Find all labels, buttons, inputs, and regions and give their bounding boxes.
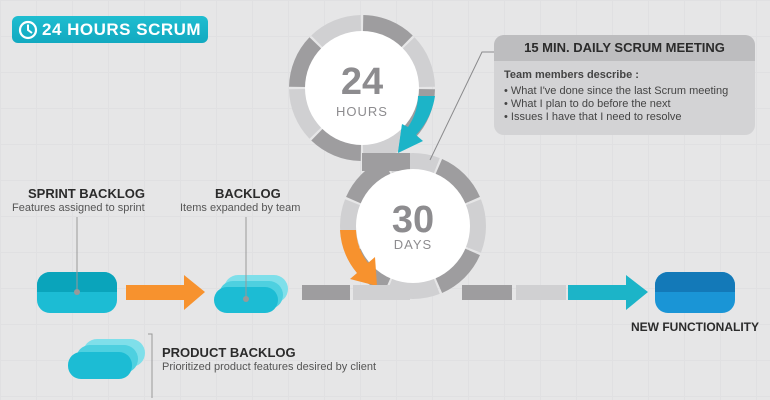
meeting-intro: Team members describe : (504, 69, 639, 81)
circle-30-days (356, 169, 470, 283)
cycle-30-number: 30 (391, 199, 435, 241)
ring-segment (289, 88, 323, 139)
ring-segment (464, 199, 486, 253)
product-backlog-title: PRODUCT BACKLOG (162, 345, 296, 360)
ring-segment (401, 37, 435, 88)
ring-segment (311, 15, 362, 49)
timeline-segment (302, 285, 350, 300)
meeting-item: Issues I have that I need to resolve (504, 111, 745, 124)
callout-line (429, 51, 494, 161)
arrow-to-backlog (126, 275, 205, 310)
page-title: 24 HOURS SCRUM (42, 19, 202, 39)
ring-segment (434, 247, 480, 293)
backlog-subtitle: Items expanded by team (180, 202, 301, 214)
sprint-backlog-subtitle: Features assigned to sprint (12, 202, 145, 214)
cycle-arrow-cyan-head (398, 96, 435, 153)
ring-connector (362, 153, 410, 171)
clock-icon (18, 20, 38, 39)
ring-segment (311, 127, 362, 161)
meeting-item: What I plan to do before the next (504, 98, 745, 111)
timeline-segment (516, 285, 566, 300)
product-backlog-subtitle: Prioritized product features desired by … (162, 361, 376, 373)
product-backlog-pill (68, 352, 132, 379)
sprint-backlog-title: SPRINT BACKLOG (28, 186, 145, 201)
daily-scrum-meeting-box: 15 MIN. DAILY SCRUM MEETING Team members… (494, 35, 755, 135)
cycle-30-unit: DAYS (393, 237, 433, 252)
title-badge: 24 HOURS SCRUM (12, 16, 208, 43)
cycle-24-unit: HOURS (336, 104, 388, 119)
meeting-title: 15 MIN. DAILY SCRUM MEETING (494, 35, 755, 61)
new-functionality-label: NEW FUNCTIONALITY (631, 320, 759, 334)
circle-24-hours (305, 31, 419, 145)
ring-segment (362, 15, 413, 49)
ring-segment (434, 159, 480, 205)
cycle-arrow-orange (340, 230, 377, 286)
timeline-segment (353, 285, 410, 300)
arrow-to-functionality (568, 275, 648, 310)
ring-segment (289, 37, 323, 88)
bracket (148, 333, 153, 398)
backlog-title: BACKLOG (215, 186, 281, 201)
timeline-segment (462, 285, 512, 300)
meeting-item: What I've done since the last Scrum meet… (504, 85, 745, 98)
cycle-24-number: 24 (340, 61, 384, 103)
ring-segment (362, 127, 413, 161)
